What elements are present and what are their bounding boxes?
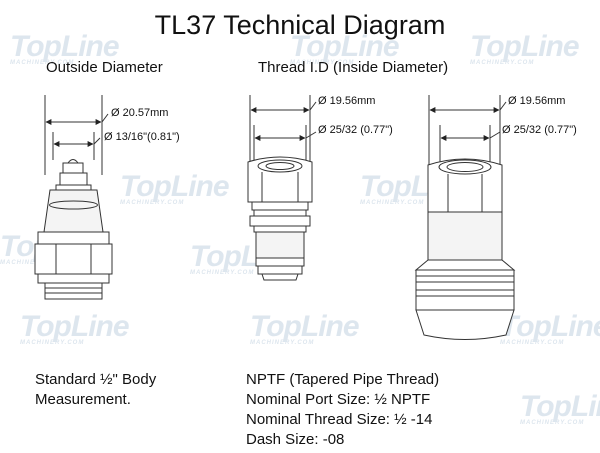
left-nipple-icon <box>34 95 113 300</box>
middle-coupler-icon <box>247 95 317 281</box>
middle-outer-dimension: Ø 19.56mm <box>318 95 376 107</box>
body-note: Standard ½" Body Measurement. <box>35 370 156 410</box>
body-note-line: Measurement. <box>35 391 131 408</box>
thread-id-heading: Thread I.D (Inside Diameter) <box>258 59 449 76</box>
page-title: TL37 Technical Diagram <box>154 10 446 40</box>
outside-diameter-heading: Outside Diameter <box>46 59 163 76</box>
thread-spec-line: Nominal Thread Size: ½ -14 <box>246 411 433 428</box>
middle-inner-dimension: Ø 25/32 (0.77") <box>318 124 393 136</box>
thread-spec-line: NPTF (Tapered Pipe Thread) <box>246 371 440 388</box>
right-coupler-icon <box>414 95 516 340</box>
right-inner-dimension: Ø 25/32 (0.77") <box>502 124 577 136</box>
right-outer-dimension: Ø 19.56mm <box>508 95 566 107</box>
thread-spec-line: Dash Size: -08 <box>246 431 345 448</box>
body-note-line: Standard ½" Body <box>35 371 157 388</box>
thread-spec-note: NPTF (Tapered Pipe Thread) Nominal Port … <box>246 370 439 450</box>
thread-spec-line: Nominal Port Size: ½ NPTF <box>246 391 431 408</box>
left-inner-dimension: Ø 13/16"(0.81") <box>104 131 180 143</box>
left-outer-dimension: Ø 20.57mm <box>111 107 169 119</box>
